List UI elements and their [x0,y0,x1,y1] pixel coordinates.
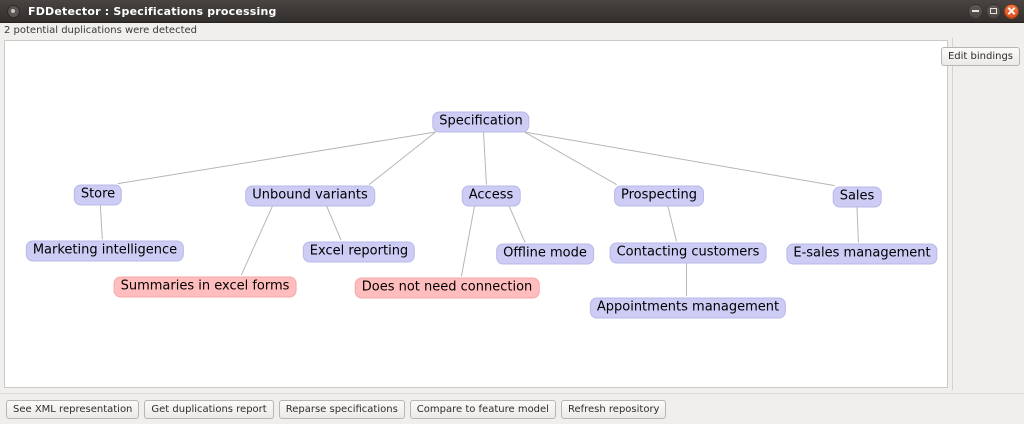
tree-node-marketing-intelligence[interactable]: Marketing intelligence [25,240,185,262]
tree-edges [99,131,859,297]
tree-node-offline-mode[interactable]: Offline mode [496,243,594,265]
get-duplications-report-button[interactable]: Get duplications report [144,399,274,419]
tree-node-sales[interactable]: Sales [832,186,882,208]
tree-node-excel-reporting[interactable]: Excel reporting [302,241,416,263]
tree-node-prospecting[interactable]: Prospecting [614,185,704,207]
app-icon [7,4,20,18]
tree-edge-unbound-variants-to-excel-reporting [326,205,342,241]
compare-to-feature-model-button[interactable]: Compare to feature model [409,399,556,419]
tree-node-appointments-management[interactable]: Appointments management [589,297,787,319]
status-message: 2 potential duplications were detected [0,23,1024,38]
side-panel: Edit bindings [940,38,1024,390]
tree-node-unbound-variants[interactable]: Unbound variants [245,185,375,207]
tree-node-contacting-customers[interactable]: Contacting customers [609,242,767,264]
tree-node-access[interactable]: Access [461,185,521,207]
tree-edge-prospecting-to-contacting-customers [667,205,677,242]
tree-edge-specification-to-sales [524,131,835,187]
see-xml-representation-button[interactable]: See XML representation [6,399,140,419]
tree-edge-access-to-offline-mode [508,205,526,243]
maximize-icon[interactable] [986,3,1001,19]
edit-bindings-button[interactable]: Edit bindings [940,47,1020,66]
tree-edge-store-to-marketing-intelligence [99,204,103,240]
title-bar: FDDetector : Specifications processing [0,0,1024,23]
close-icon[interactable] [1004,3,1019,19]
window-title: FDDetector : Specifications processing [28,4,277,18]
tree-edge-specification-to-store [117,131,436,185]
minimize-icon[interactable] [968,3,983,19]
refresh-repository-button[interactable]: Refresh repository [560,399,667,419]
tree-edge-specification-to-access [482,131,487,185]
tree-edge-access-to-does-not-need-connection [460,205,476,277]
tree-node-specification[interactable]: Specification [432,111,530,133]
tree-node-does-not-need-connection[interactable]: Does not need connection [354,277,540,299]
tree-edge-unbound-variants-to-summaries-in-excel-forms [240,205,274,276]
tree-node-e-sales-management[interactable]: E-sales management [786,243,938,265]
tree-edge-specification-to-unbound-variants [368,131,436,186]
tree-node-store[interactable]: Store [73,184,123,206]
reparse-specifications-button[interactable]: Reparse specifications [278,399,405,419]
tree-node-summaries-in-excel-forms[interactable]: Summaries in excel forms [113,276,297,298]
tree-edge-specification-to-prospecting [524,131,617,186]
tree-edge-sales-to-e-sales-management [856,206,859,243]
window-controls [968,0,1019,22]
